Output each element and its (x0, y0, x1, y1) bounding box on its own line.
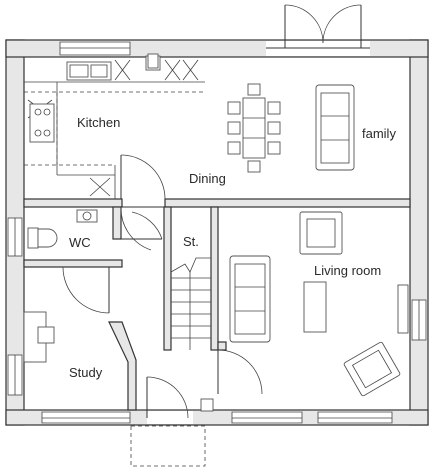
label-living-room: Living room (314, 263, 381, 278)
dining-table (227, 83, 281, 173)
room-labels: Kitchen family Dining WC St. Living room… (69, 115, 396, 380)
label-wc: WC (69, 235, 91, 250)
label-kitchen: Kitchen (77, 115, 120, 130)
interior-doors (62, 154, 263, 395)
label-store: St. (183, 234, 199, 249)
front-door (130, 376, 206, 467)
utility-boxes (147, 53, 214, 412)
interior-walls (23, 198, 411, 411)
windows (7, 41, 427, 424)
study-desk (23, 311, 55, 363)
french-doors (266, 4, 370, 49)
family-sofa (315, 84, 355, 171)
wc-fittings (27, 209, 98, 249)
label-family: family (362, 126, 396, 141)
label-dining: Dining (189, 171, 226, 186)
living-furniture (229, 211, 409, 397)
label-study: Study (69, 365, 103, 380)
staircase (170, 257, 211, 350)
